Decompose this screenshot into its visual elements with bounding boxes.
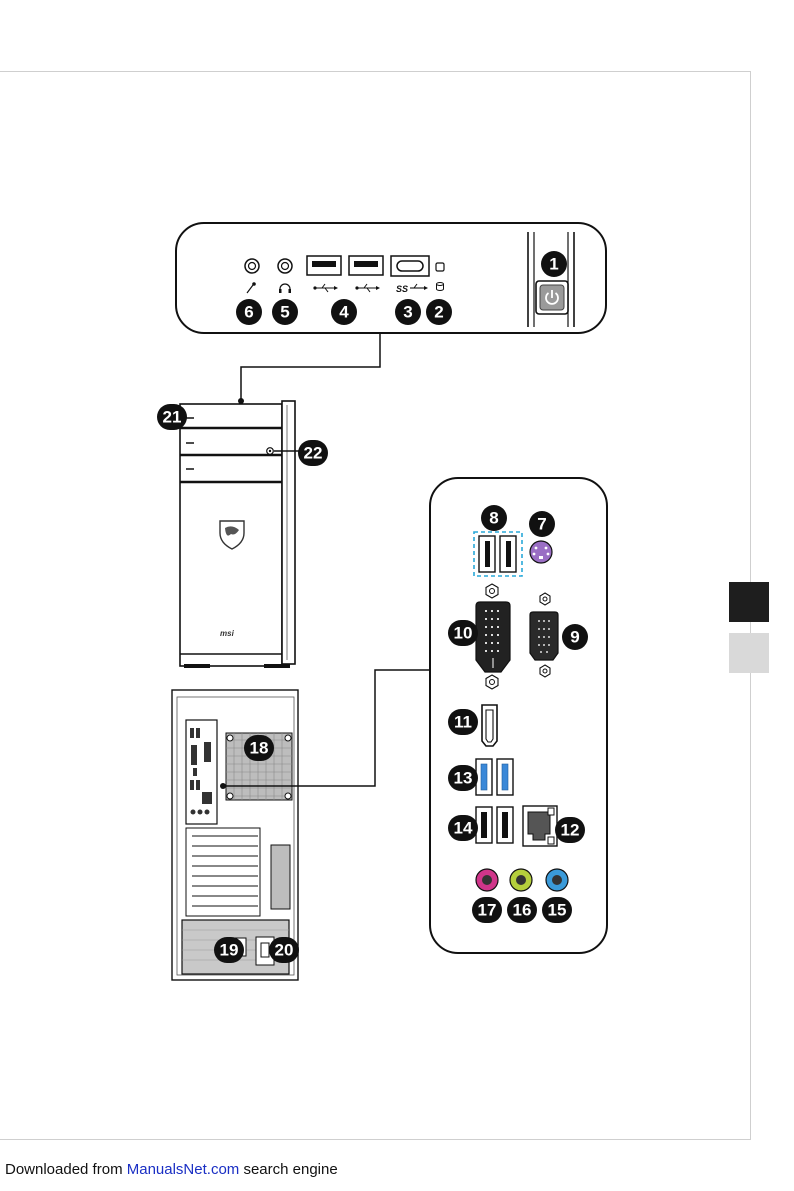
svg-text:20: 20 [275, 941, 294, 960]
svg-text:13: 13 [454, 769, 473, 788]
svg-text:2: 2 [434, 303, 443, 322]
svg-text:18: 18 [250, 739, 269, 758]
expansion-slot-area [186, 828, 260, 916]
callout-badge-16: 16 [507, 897, 537, 923]
dvi-port[interactable] [476, 602, 510, 672]
callout-badge-4: 4 [331, 299, 357, 325]
footer-source-link[interactable]: ManualsNet.com [127, 1161, 240, 1178]
leader-dot [220, 783, 226, 789]
audio-jack-line-out-lime[interactable] [510, 869, 532, 891]
callout-badge-21: 21 [157, 404, 187, 430]
callout-badge-13: 13 [448, 765, 478, 791]
front-usb-type-c-port[interactable] [391, 256, 429, 276]
svg-text:11: 11 [454, 713, 472, 732]
svg-text:5: 5 [280, 303, 289, 322]
rear-usb2-port[interactable] [476, 807, 492, 843]
callout-badge-8: 8 [481, 505, 507, 531]
svg-text:21: 21 [163, 408, 182, 427]
usb3-superspeed-label: SS [396, 284, 408, 294]
lan-port[interactable] [523, 806, 557, 846]
tower-side-panel [282, 401, 295, 664]
rear-usb2-port[interactable] [479, 536, 495, 572]
svg-text:17: 17 [478, 901, 497, 920]
callout-badge-2: 2 [426, 299, 452, 325]
svg-text:7: 7 [537, 515, 546, 534]
svg-text:4: 4 [339, 303, 349, 322]
ps2-port[interactable] [530, 541, 552, 563]
svg-text:1: 1 [549, 255, 558, 274]
rear-usb3-port[interactable] [497, 759, 513, 795]
callout-badge-18: 18 [244, 735, 274, 761]
callout-badge-7: 7 [529, 511, 555, 537]
callout-badge-22: 22 [298, 440, 328, 466]
hdmi-port[interactable] [482, 705, 497, 746]
callout-badge-14: 14 [448, 815, 478, 841]
svg-text:15: 15 [548, 901, 567, 920]
svg-text:6: 6 [244, 303, 253, 322]
audio-jack-mic-pink[interactable] [476, 869, 498, 891]
callout-badge-12: 12 [555, 817, 585, 843]
front-usb-port-a[interactable] [307, 256, 341, 275]
front-usb-port-b[interactable] [349, 256, 383, 275]
callout-badge-19: 19 [214, 937, 244, 963]
side-vent [271, 845, 290, 909]
dvi-screw [486, 675, 498, 689]
callout-badge-9: 9 [562, 624, 588, 650]
dvi-screw [486, 584, 498, 598]
callout-badge-6: 6 [236, 299, 262, 325]
svg-text:14: 14 [454, 819, 473, 838]
mic-jack[interactable] [245, 259, 259, 273]
callout-badge-10: 10 [448, 620, 478, 646]
rear-usb2-port[interactable] [500, 536, 516, 572]
svg-text:8: 8 [489, 509, 498, 528]
msi-front-logo: msi [220, 629, 235, 638]
callout-badge-5: 5 [272, 299, 298, 325]
vga-screw [540, 593, 550, 605]
headphone-jack[interactable] [278, 259, 292, 273]
svg-text:3: 3 [403, 303, 412, 322]
download-source-footer: Downloaded from ManualsNet.com search en… [5, 1161, 338, 1178]
callout-badge-3: 3 [395, 299, 421, 325]
svg-text:12: 12 [561, 821, 580, 840]
footer-prefix: Downloaded from [5, 1161, 127, 1178]
vga-screw [540, 665, 550, 677]
tower-front-view: msi [180, 401, 295, 668]
svg-text:16: 16 [513, 901, 532, 920]
svg-text:10: 10 [454, 624, 473, 643]
callout-badge-11: 11 [448, 709, 478, 735]
callout-badge-17: 17 [472, 897, 502, 923]
callout-badge-15: 15 [542, 897, 572, 923]
tower-rear-view [172, 690, 298, 980]
rear-usb2-port[interactable] [497, 807, 513, 843]
svg-text:19: 19 [220, 941, 239, 960]
leader-dot [238, 398, 244, 404]
optical-drive-eject-button[interactable] [267, 448, 274, 455]
audio-jack-line-in-blue[interactable] [546, 869, 568, 891]
tower-foot [264, 664, 290, 668]
front-panel-leader-line [241, 334, 380, 400]
svg-text:22: 22 [304, 444, 323, 463]
hdd-led [436, 263, 444, 271]
callout-badge-20: 20 [269, 937, 299, 963]
svg-text:9: 9 [570, 628, 579, 647]
rear-usb3-port[interactable] [476, 759, 492, 795]
footer-suffix: search engine [239, 1161, 337, 1178]
vga-port[interactable] [530, 612, 558, 660]
callout-badge-1: 1 [541, 251, 567, 277]
tower-foot [184, 664, 210, 668]
